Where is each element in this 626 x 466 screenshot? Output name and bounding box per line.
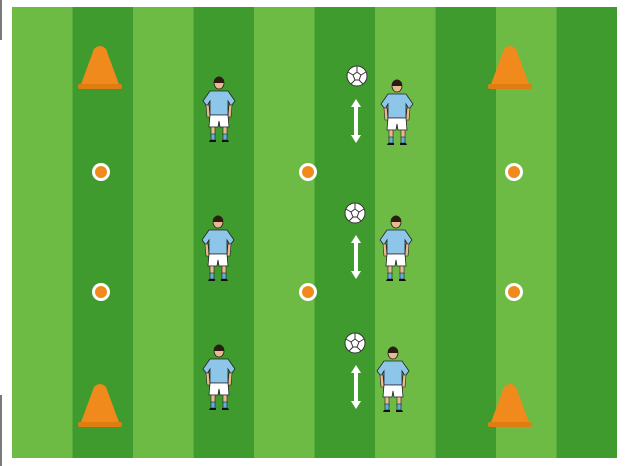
edge-mark-bottom [0, 395, 2, 466]
pitch-stripe [436, 7, 497, 458]
pitch-stripe [557, 7, 618, 458]
ball-icon [345, 333, 365, 353]
pitch-stripe [254, 7, 315, 458]
ball-icon [347, 66, 367, 86]
marker-dot-icon [505, 163, 523, 181]
pitch-stripe [133, 7, 194, 458]
marker-dot-icon [92, 283, 110, 301]
marker-dot-icon [299, 163, 317, 181]
football-pitch [12, 7, 617, 458]
pitch-stripe [12, 7, 73, 458]
marker-dot-icon [299, 283, 317, 301]
ball-icon [345, 203, 365, 223]
marker-dot-icon [92, 163, 110, 181]
edge-mark-top [0, 0, 2, 40]
marker-dot-icon [505, 283, 523, 301]
